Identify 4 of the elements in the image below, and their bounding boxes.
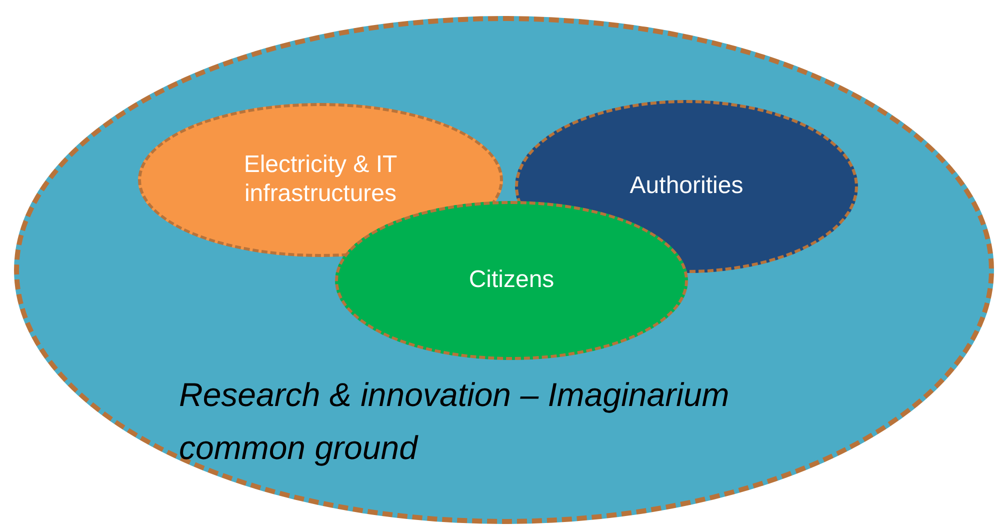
ellipse-label: Electricity & IT infrastructures bbox=[242, 151, 398, 209]
ellipse-label: Authorities bbox=[630, 172, 744, 201]
ellipse-label: Research & innovation – Imaginarium common ground bbox=[179, 375, 730, 468]
ellipse-label: Citizens bbox=[468, 266, 554, 295]
